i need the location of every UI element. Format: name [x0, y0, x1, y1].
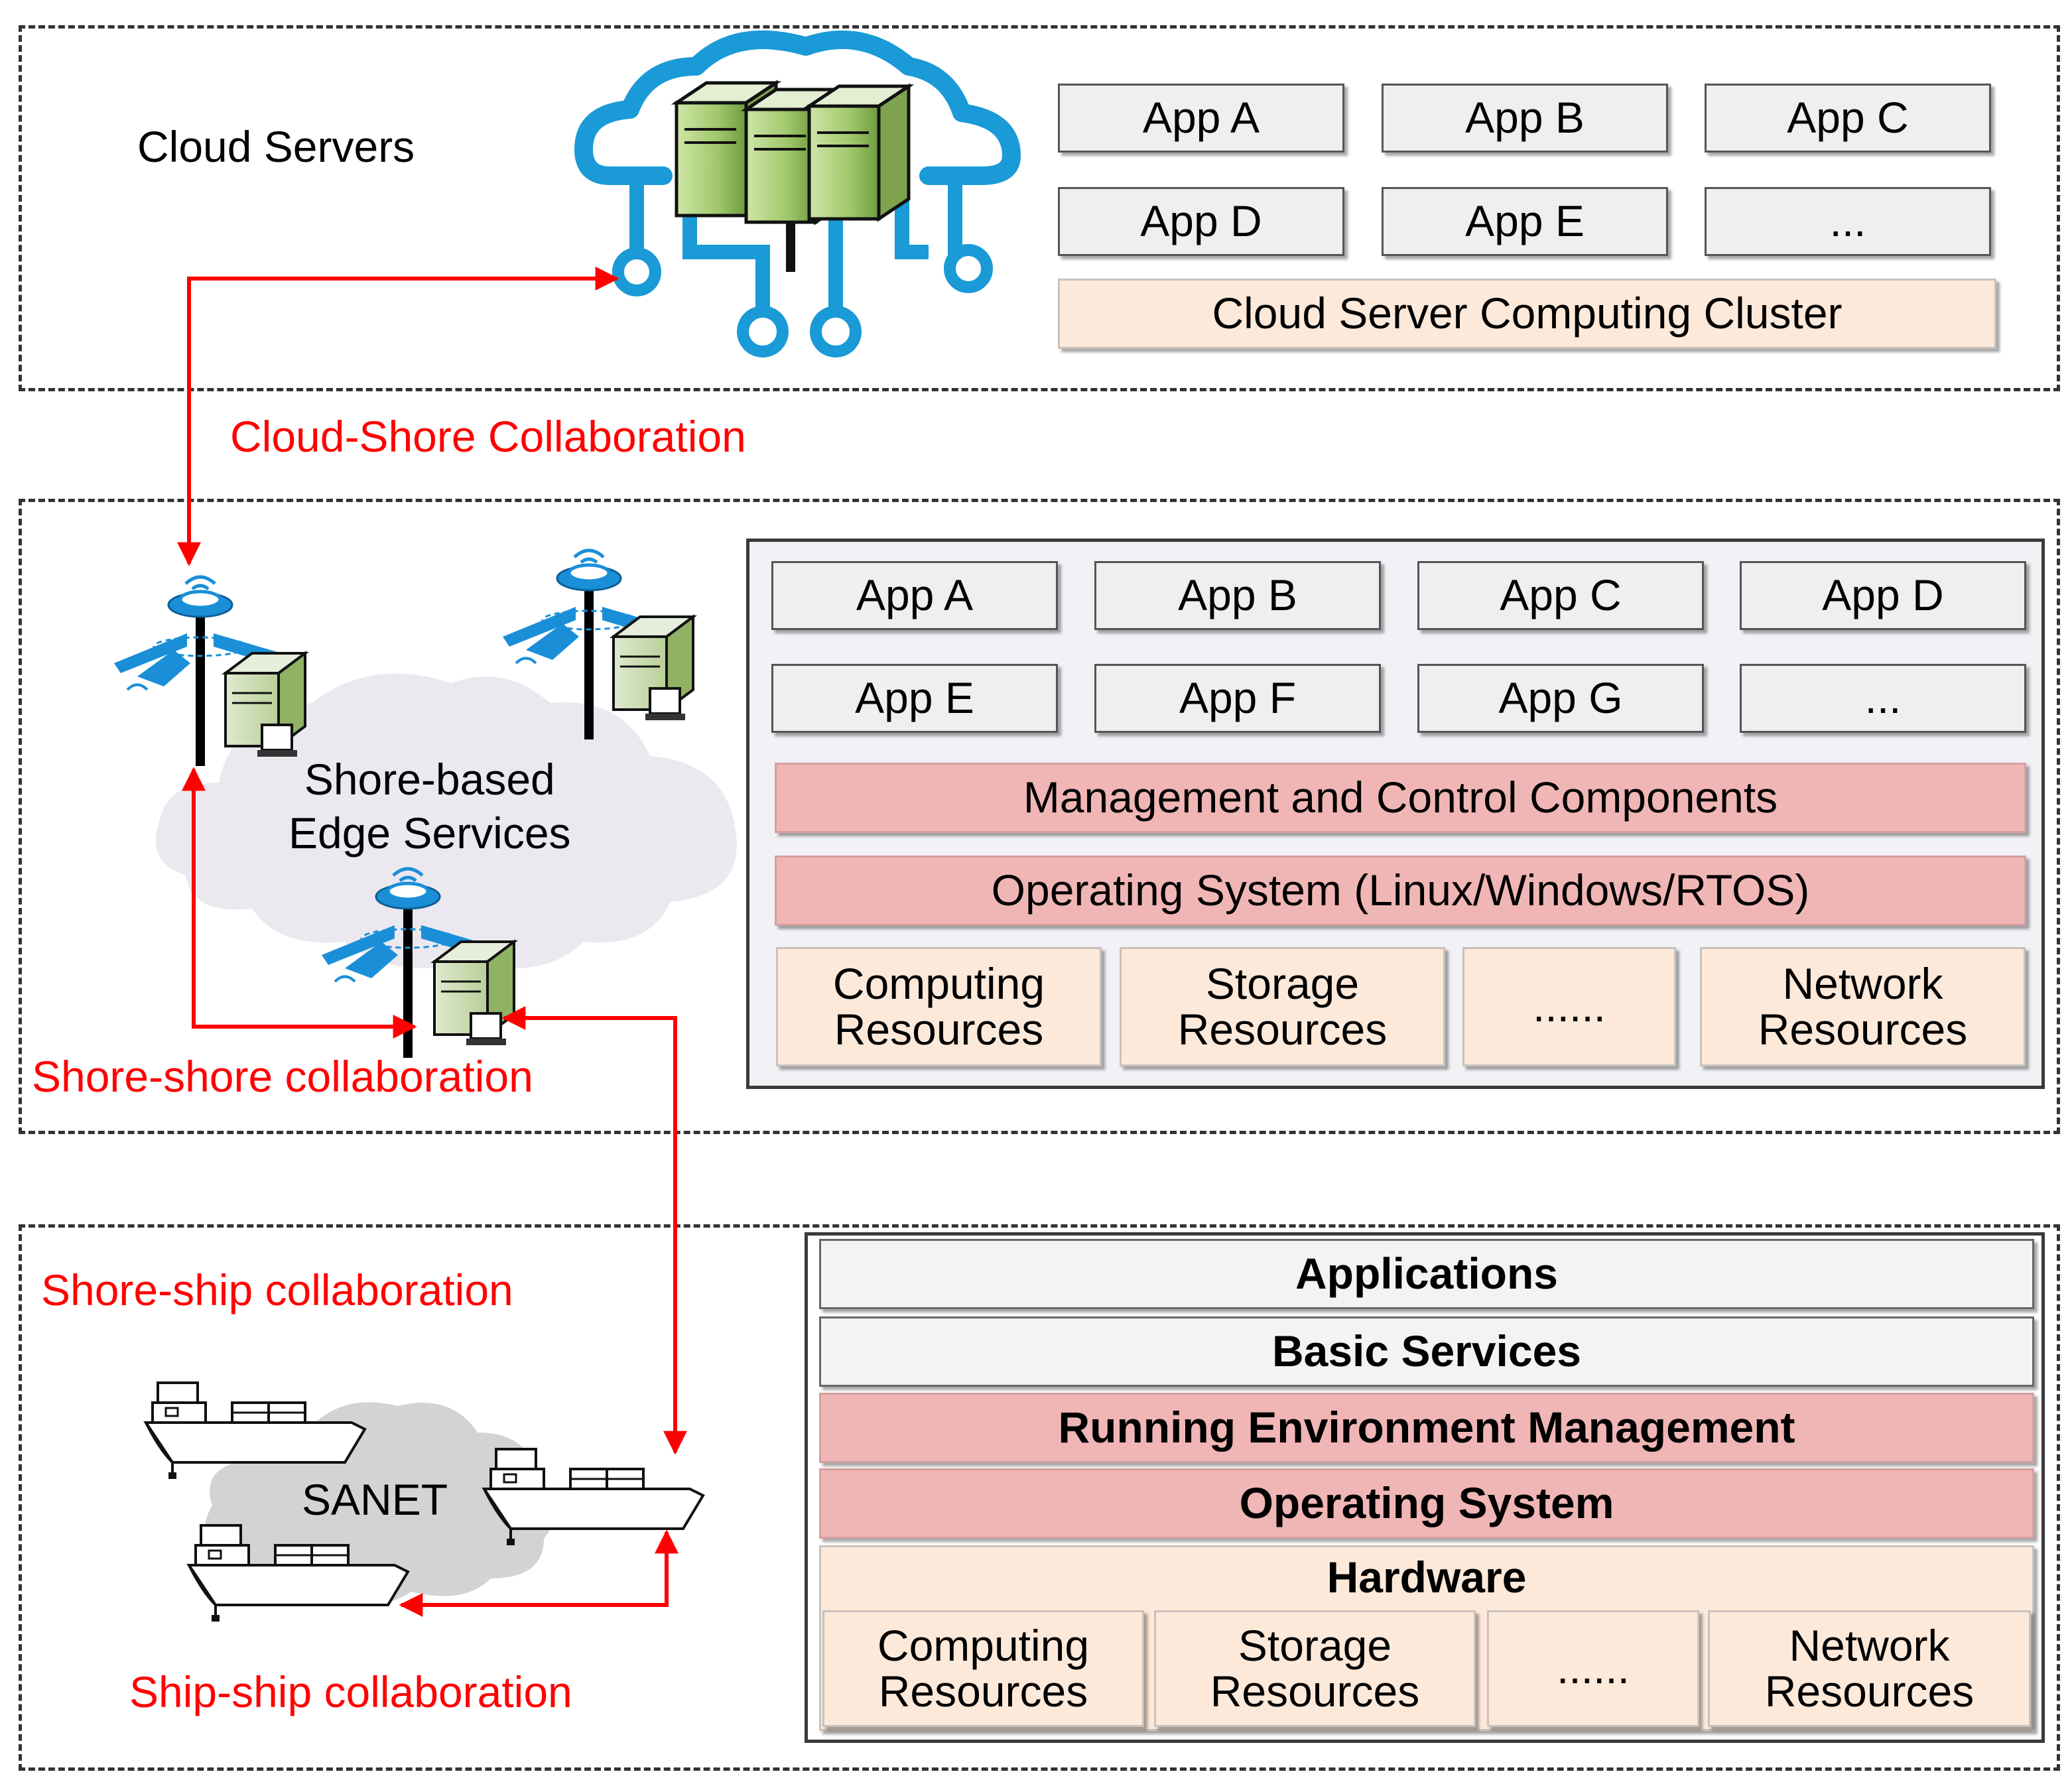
ship-layer — [19, 1224, 2060, 1771]
shore-network-resources: Network Resources — [1700, 947, 2026, 1066]
shore-app-b: App B — [1094, 561, 1381, 630]
ship-applications-bar: Applications — [819, 1239, 2034, 1309]
ship-os-bar: Operating System — [819, 1468, 2034, 1539]
ship-network-resources: Network Resources — [1708, 1610, 2031, 1727]
cloud-cluster-bar: Cloud Server Computing Cluster — [1058, 279, 1996, 349]
shore-app-c: App C — [1417, 561, 1704, 630]
shore-management-bar: Management and Control Components — [775, 763, 2026, 833]
sanet-label: SANET — [302, 1475, 448, 1524]
shore-app-e: App E — [771, 664, 1058, 733]
ship-basic-services-bar: Basic Services — [819, 1316, 2034, 1387]
ship-running-env-bar: Running Environment Management — [819, 1393, 2034, 1463]
ship-computing-resources: Computing Resources — [822, 1610, 1144, 1727]
cloud-app-d: App D — [1058, 187, 1344, 256]
shore-edge-label: Shore-based Edge Services — [289, 755, 571, 858]
shore-storage-resources: Storage Resources — [1120, 947, 1445, 1066]
cloud-app-c: App C — [1705, 84, 1991, 153]
shore-ship-collab-label: Shore-ship collaboration — [41, 1265, 513, 1314]
shore-layer — [19, 499, 2060, 1134]
shore-shore-collab-label: Shore-shore collaboration — [32, 1052, 533, 1101]
shore-app-more: ... — [1740, 664, 2026, 733]
shore-app-f: App F — [1094, 664, 1381, 733]
server-rack-icon — [671, 80, 915, 225]
cloud-app-e: App E — [1382, 187, 1668, 256]
collab-arrows — [177, 267, 687, 1617]
cloud-layer — [19, 25, 2060, 391]
edge-server-icon-1 — [224, 652, 306, 758]
cloud-servers-label: Cloud Servers — [137, 122, 415, 171]
cloud-app-b: App B — [1382, 84, 1668, 153]
shore-app-g: App G — [1417, 664, 1704, 733]
edge-server-icon-2 — [612, 615, 694, 722]
ship-ship-collab-label: Ship-ship collaboration — [129, 1667, 572, 1716]
shore-app-d: App D — [1740, 561, 2026, 630]
cloud-shore-collab-label: Cloud-Shore Collaboration — [230, 412, 746, 461]
edge-server-icon-3 — [433, 940, 515, 1047]
shore-computing-resources: Computing Resources — [776, 947, 1102, 1066]
ship-storage-resources: Storage Resources — [1154, 1610, 1476, 1727]
shore-more-resources: ...... — [1462, 947, 1676, 1066]
shore-app-a: App A — [771, 561, 1058, 630]
shore-os-bar: Operating System (Linux/Windows/RTOS) — [775, 856, 2026, 926]
ship-more-resources: ...... — [1487, 1610, 1699, 1727]
cloud-app-more: ... — [1705, 187, 1991, 256]
cloud-app-a: App A — [1058, 84, 1344, 153]
ship-hardware-label: Hardware — [1327, 1553, 1527, 1602]
